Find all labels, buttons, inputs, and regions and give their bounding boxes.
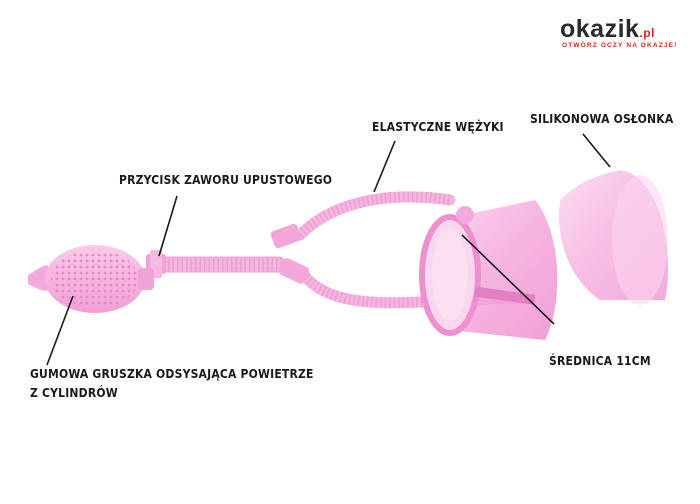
label-cover: SILIKONOWA OSŁONKA (530, 112, 674, 126)
y-connector (270, 223, 310, 284)
brand-name: okazik.pl (560, 14, 655, 48)
label-valve: PRZYCISK ZAWORU UPUSTOWEGO (119, 173, 333, 187)
label-bulb-line1: GUMOWA GRUSZKA ODSYSAJĄCA POWIETRZE (30, 367, 314, 381)
brand-tagline: OTWÓRZ OCZY NA OKAZJE! (562, 42, 678, 49)
brand-main: okazik (560, 15, 640, 43)
label-diameter: ŚREDNICA 11CM (549, 354, 651, 368)
silicone-cover (559, 170, 668, 305)
rubber-bulb (28, 245, 154, 313)
brand-tld: .pl (639, 26, 655, 40)
leader-lines (46, 133, 611, 366)
hose-main (149, 256, 286, 273)
label-bulb-line2: Z CYLINDRÓW (30, 386, 118, 400)
hose-lower (294, 264, 526, 309)
brand-logo: okazik.pl OTWÓRZ OCZY NA OKAZJE! (560, 14, 692, 54)
hose-upper (294, 191, 456, 241)
label-hoses: ELASTYCZNE WĘŻYKI (372, 120, 504, 134)
cylinder-cup (419, 200, 558, 340)
